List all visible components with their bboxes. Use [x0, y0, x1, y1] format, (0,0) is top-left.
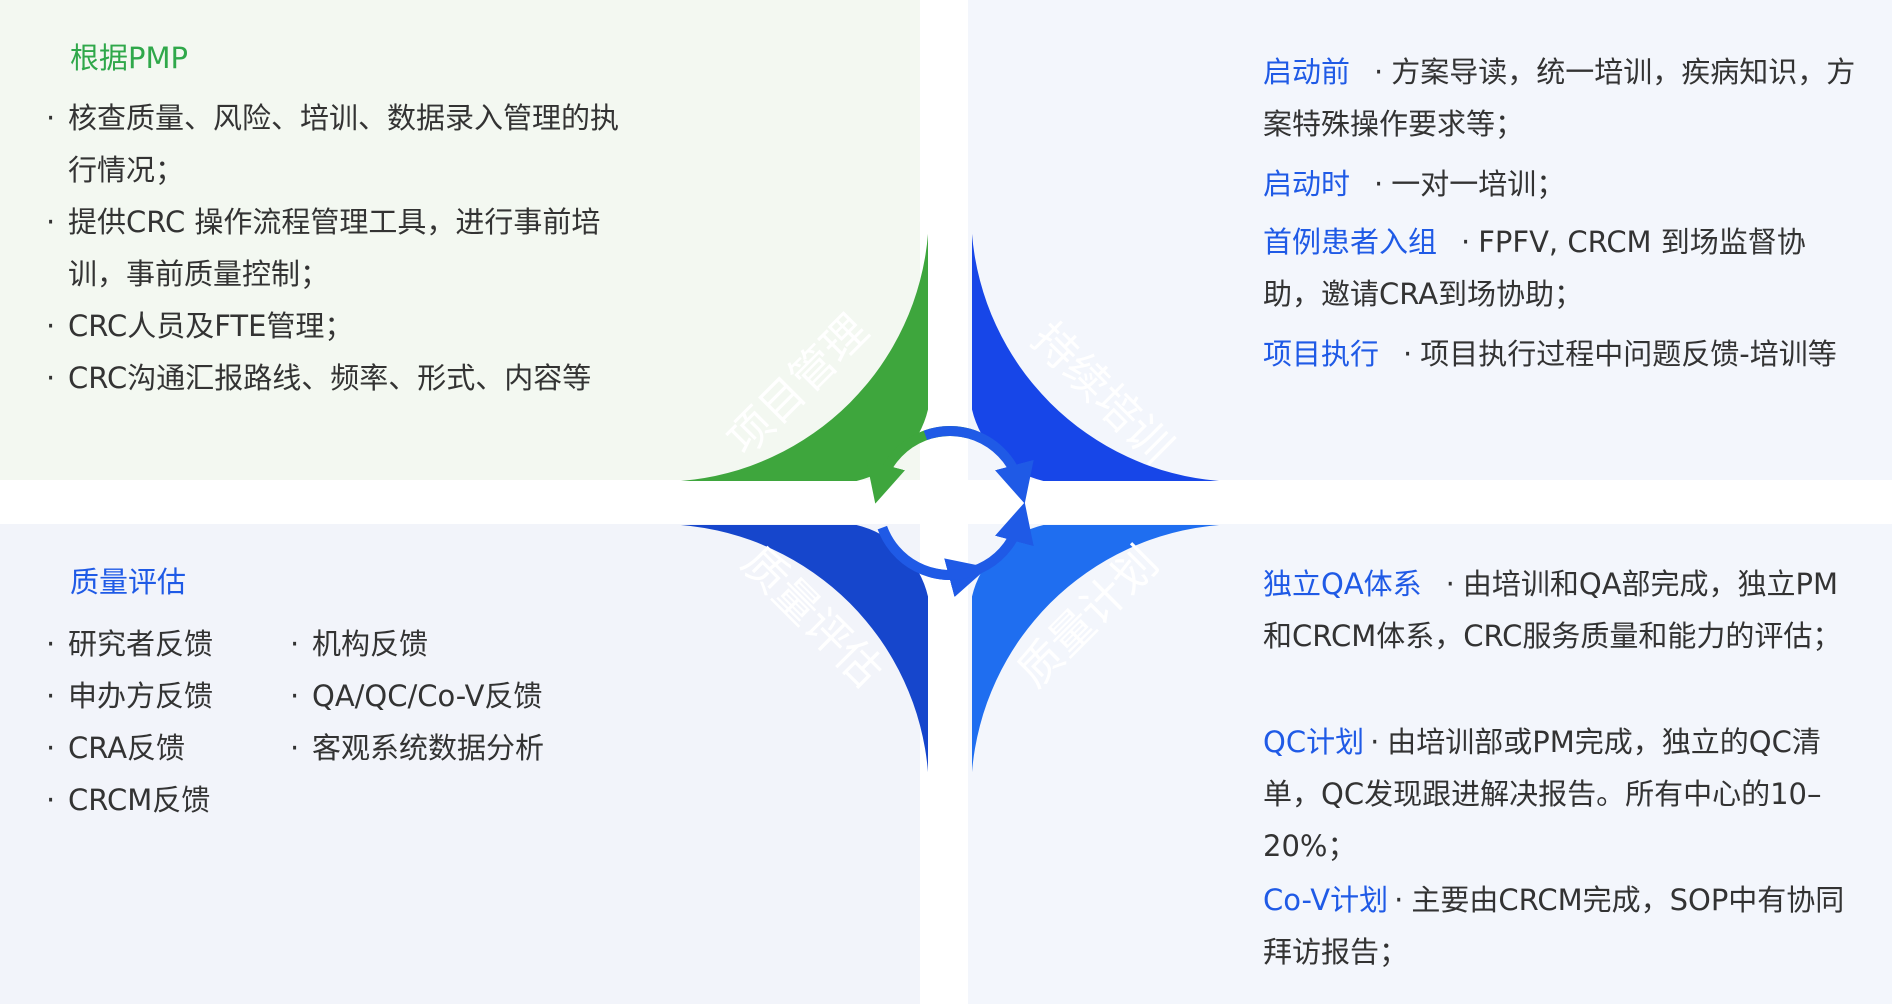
training-entry: 首例患者入组 ·FPFV, CRCM 到场监督协助，邀请CRA到场协助； — [1263, 216, 1863, 320]
plan-entry-text: 由培训部或PM完成，独立的QC清单，QC发现跟进解决报告。所有中心的10–20%… — [1263, 725, 1822, 863]
cycle-wheel: 项目管理持续培训质量评估质量计划 — [680, 233, 1220, 773]
plan-entry: QC计划·由培训部或PM完成，独立的QC清单，QC发现跟进解决报告。所有中心的1… — [1263, 716, 1863, 872]
cycle-arrow-tr — [923, 426, 1034, 504]
pmp-bullet: CRC人员及FTE管理； — [46, 300, 646, 352]
pmp-bullet: 核查质量、风险、培训、数据录入管理的执行情况； — [46, 92, 646, 196]
evaluation-item: CRA反馈 — [46, 722, 213, 774]
evaluation-item: 研究者反馈 — [46, 618, 213, 670]
training-entry-label: 启动前 — [1263, 55, 1351, 89]
pmp-bullet: 提供CRC 操作流程管理工具，进行事前培训，事前质量控制； — [46, 196, 646, 300]
bullet-dot: · — [1403, 337, 1413, 371]
plan-entry: 独立QA体系 ·由培训和QA部完成，独立PM和CRCM体系，CRC服务质量和能力的… — [1263, 558, 1863, 662]
plan-entry-label: Co-V计划 — [1263, 883, 1389, 917]
plan-entry-label: 独立QA体系 — [1263, 567, 1422, 601]
bullet-dot: · — [1374, 55, 1384, 89]
plan-entry-text: 主要由CRCM完成，SOP中有协同拜访报告； — [1263, 883, 1845, 969]
pmp-bullet-list: 核查质量、风险、培训、数据录入管理的执行情况； 提供CRC 操作流程管理工具，进… — [46, 92, 646, 404]
wheel-segment-br — [972, 525, 1220, 773]
training-entry: 启动前 ·方案导读，统一培训，疾病知识，方案特殊操作要求等； — [1263, 46, 1863, 150]
training-entry: 启动时 ·一对一培训； — [1263, 158, 1863, 210]
plan-entry: Co-V计划·主要由CRCM完成，SOP中有协同拜访报告； — [1263, 874, 1863, 978]
training-entry-label: 项目执行 — [1263, 337, 1380, 371]
training-entry-label: 启动时 — [1263, 167, 1351, 201]
training-entry-label: 首例患者入组 — [1263, 225, 1438, 259]
wheel-segment-tl — [680, 233, 928, 481]
evaluation-item: QA/QC/Co-V反馈 — [290, 670, 544, 722]
bullet-dot: · — [1445, 567, 1455, 601]
evaluation-item: 客观系统数据分析 — [290, 722, 544, 774]
cycle-arrow-br — [930, 502, 1034, 580]
evaluation-item: 申办方反馈 — [46, 670, 213, 722]
training-entry: 项目执行 ·项目执行过程中问题反馈-培训等 — [1263, 328, 1863, 380]
plan-entry-text: 由培训和QA部完成，独立PM和CRCM体系，CRC服务质量和能力的评估； — [1263, 567, 1842, 653]
bullet-dot: · — [1374, 167, 1384, 201]
evaluation-item: 机构反馈 — [290, 618, 544, 670]
quality-plan-panel: 独立QA体系·由培训和QA部完成，独立PM和CRCM体系，CRC服务质量和能力的… — [968, 524, 1892, 1004]
pmp-bullet: CRC沟通汇报路线、频率、形式、内容等 — [46, 352, 646, 404]
bullet-dot: · — [1370, 725, 1380, 759]
training-panel: 启动前·方案导读，统一培训，疾病知识，方案特殊操作要求等； 启动时·一对一培训；… — [968, 0, 1892, 480]
quality-evaluation-heading: 质量评估 — [70, 565, 187, 599]
wheel-segment-bl — [680, 525, 928, 773]
wheel-segment-tr — [972, 233, 1220, 481]
training-entry-text: FPFV, CRCM 到场监督协助，邀请CRA到场协助； — [1263, 225, 1806, 311]
evaluation-list-col2: 机构反馈 QA/QC/Co-V反馈 客观系统数据分析 — [290, 618, 544, 774]
bullet-dot: · — [1461, 225, 1471, 259]
quality-evaluation-panel: 质量评估 研究者反馈 申办方反馈 CRA反馈 CRCM反馈 机构反馈 QA/QC… — [0, 524, 920, 1004]
training-entry-text: 项目执行过程中问题反馈-培训等 — [1420, 337, 1837, 371]
project-management-panel: 根据PMP 核查质量、风险、培训、数据录入管理的执行情况； 提供CRC 操作流程… — [0, 0, 920, 480]
evaluation-item: CRCM反馈 — [46, 774, 213, 826]
plan-entry-label: QC计划 — [1263, 725, 1365, 759]
training-entry-text: 方案导读，统一培训，疾病知识，方案特殊操作要求等； — [1263, 55, 1856, 141]
pmp-heading: 根据PMP — [70, 41, 188, 75]
training-entry-text: 一对一培训； — [1391, 167, 1566, 201]
bullet-dot: · — [1394, 883, 1404, 917]
evaluation-list-col1: 研究者反馈 申办方反馈 CRA反馈 CRCM反馈 — [46, 618, 213, 826]
